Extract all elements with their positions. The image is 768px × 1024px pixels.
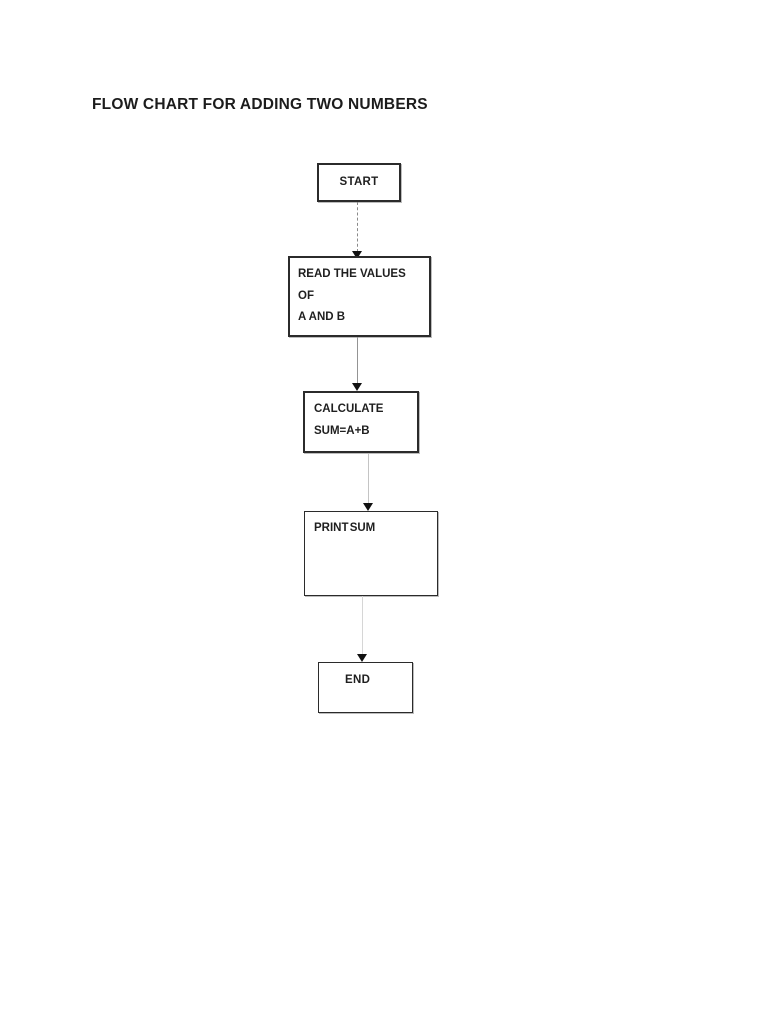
arrowhead-icon	[352, 251, 362, 259]
flowchart-node-end: END	[318, 662, 413, 713]
read-label-line2: A AND B	[298, 311, 346, 323]
flowchart-node-start: START	[317, 163, 401, 202]
flowchart-node-print: PRINT SUM	[304, 511, 438, 596]
print-label: PRINT SUM	[314, 522, 376, 534]
flowchart-node-read: READ THE VALUES OF A AND B	[288, 256, 431, 337]
calculate-label-line2: SUM=A+B	[314, 425, 370, 437]
end-label: END	[345, 674, 371, 686]
start-label: START	[339, 176, 379, 188]
arrowhead-icon	[357, 654, 367, 662]
arrowhead-icon	[363, 503, 373, 511]
page-title: FLOW CHART FOR ADDING TWO NUMBERS	[92, 96, 428, 113]
connector-calculate-to-print	[368, 454, 369, 504]
connector-read-to-calculate	[357, 337, 358, 384]
arrowhead-icon	[352, 383, 362, 391]
connector-print-to-end	[362, 596, 363, 655]
connector-start-to-read	[357, 202, 358, 252]
read-label-line1: READ THE VALUES OF	[298, 268, 406, 302]
flowchart-node-calculate: CALCULATE SUM=A+B	[303, 391, 419, 453]
calculate-label-line1: CALCULATE	[314, 403, 384, 415]
